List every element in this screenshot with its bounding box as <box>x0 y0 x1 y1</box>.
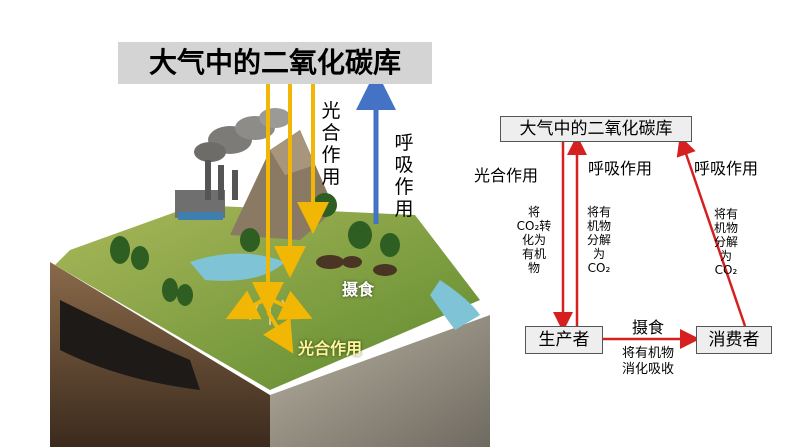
producer-note-line: CO₂ <box>587 261 611 275</box>
consumer-respiration-red-arrow <box>676 135 747 327</box>
co2-pool-title: 大气中的二氧化碳库 <box>118 42 432 84</box>
producer-note-line: 分解 <box>586 233 611 247</box>
convert-note-line: CO₂转 <box>516 219 552 233</box>
producer-note-line: 为 <box>592 247 605 261</box>
convert-co2-note: 将 CO₂转 化为 有机 物 <box>514 205 554 275</box>
consumer-decompose-note: 将有 机物 分解 为 CO₂ <box>708 207 744 277</box>
producer-note-line: 机物 <box>586 219 611 233</box>
vertical-char: 光 <box>321 100 341 122</box>
respiration-vertical-label: 呼吸作用 <box>393 132 415 220</box>
producer-respiration-label: 呼吸作用 <box>588 159 653 178</box>
convert-note-line: 将 <box>527 205 540 219</box>
consumer-respiration-label: 呼吸作用 <box>694 159 759 178</box>
consumer-note-line: 分解 <box>713 235 738 249</box>
convert-note-line: 有机 <box>521 247 546 261</box>
consumer-box: 消费者 <box>696 326 772 354</box>
co2-pool-box: 大气中的二氧化碳库 <box>500 116 692 142</box>
consumer-note-line: CO₂ <box>714 263 738 277</box>
photosynthesis-vertical-label: 光合作用 <box>320 100 342 188</box>
consumer-note-line: 为 <box>719 249 732 263</box>
producer-note-line: 将有 <box>586 205 611 219</box>
convert-note-line: 化为 <box>521 233 546 247</box>
vertical-char: 作 <box>394 176 414 198</box>
digest-note: 将有机物 消化吸收 <box>608 346 688 378</box>
consumer-note-line: 机物 <box>713 221 738 235</box>
vertical-char: 吸 <box>394 154 414 176</box>
producer-box: 生产者 <box>525 326 603 354</box>
digest-note-line: 将有机物 <box>621 346 674 361</box>
photosynthesis-label: 光合作用 <box>474 166 539 185</box>
photosynthesis-bottom-label: 光合作用 <box>298 339 363 358</box>
ingestion-label: 摄食 <box>342 280 375 299</box>
vertical-char: 合 <box>321 122 341 144</box>
producer-decompose-note: 将有 机物 分解 为 CO₂ <box>581 205 617 275</box>
vertical-char: 用 <box>321 166 341 188</box>
digest-note-line: 消化吸收 <box>621 362 674 377</box>
convert-note-line: 物 <box>527 261 540 275</box>
vertical-char: 用 <box>394 198 414 220</box>
scene-arrows <box>225 70 396 354</box>
carbon-cycle-arrows <box>553 135 747 349</box>
ingestion-diagram-label: 摄食 <box>632 318 665 337</box>
vertical-char: 呼 <box>394 132 414 154</box>
consumer-note-line: 将有 <box>713 207 738 221</box>
vertical-char: 作 <box>321 144 341 166</box>
